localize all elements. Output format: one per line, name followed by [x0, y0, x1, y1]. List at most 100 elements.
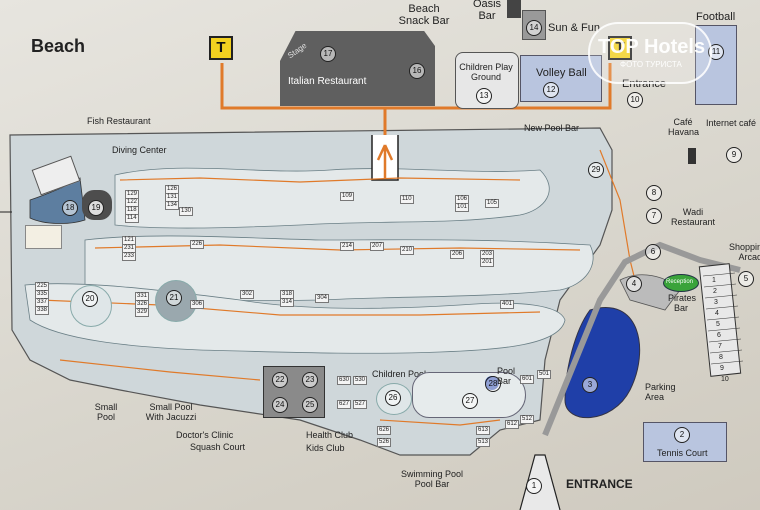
room-tag[interactable]: 110	[400, 195, 414, 204]
room-tag[interactable]: 613	[476, 426, 491, 435]
football-label: Football	[696, 11, 736, 23]
room-tag[interactable]: 302	[240, 290, 255, 299]
sun-fun-label: Sun & Fun	[548, 22, 600, 34]
room-tag[interactable]: 109	[340, 192, 355, 201]
marker-6[interactable]: 6	[645, 244, 661, 260]
room-tag[interactable]: 101	[455, 203, 470, 212]
marker-2[interactable]: 2	[674, 427, 690, 443]
marker-1[interactable]: 1	[526, 478, 542, 494]
fish-restaurant-label: Fish Restaurant	[87, 116, 151, 126]
entrance-label: ENTRANCE	[566, 477, 633, 491]
room-tag[interactable]: 501	[537, 370, 552, 379]
marker-7[interactable]: 7	[646, 208, 662, 224]
marker-4[interactable]: 4	[626, 276, 642, 292]
marker-27[interactable]: 27	[462, 393, 478, 409]
shop-number[interactable]: 10	[721, 376, 729, 383]
marker-25[interactable]: 25	[302, 397, 318, 413]
shop-number[interactable]: 7	[718, 343, 722, 350]
marker-19[interactable]: 19	[88, 200, 104, 216]
marker-26[interactable]: 26	[385, 390, 401, 406]
tennis-court-label: Tennis Court	[657, 448, 708, 458]
doctors-clinic-label: Doctor's Clinic	[176, 430, 234, 440]
room-tag[interactable]: 512	[520, 415, 535, 424]
room-tag[interactable]: 530	[353, 376, 368, 385]
room-tag[interactable]: 134	[165, 201, 180, 210]
room-tag[interactable]: 304	[315, 294, 330, 303]
room-tag[interactable]: 626	[377, 426, 392, 435]
room-tag[interactable]: 338	[35, 306, 50, 315]
pirates-bar-label: Pirates Bar	[668, 293, 697, 313]
small-pool-jacuzzi-label: Small Pool With Jacuzzi	[145, 402, 197, 422]
room-tag[interactable]: 329	[135, 308, 150, 317]
marker-3[interactable]: 3	[582, 377, 598, 393]
marker-28[interactable]: 28	[485, 376, 501, 392]
room-tag[interactable]: 207	[370, 242, 385, 251]
shop-number[interactable]: 9	[720, 365, 724, 372]
marker-5[interactable]: 5	[738, 271, 754, 287]
shop-number[interactable]: 1	[712, 277, 716, 284]
shop-number[interactable]: 5	[716, 321, 720, 328]
room-tag[interactable]: 513	[476, 438, 491, 447]
room-tag[interactable]: 612	[505, 420, 520, 429]
marker-9[interactable]: 9	[726, 147, 742, 163]
shop-number[interactable]: 8	[719, 354, 723, 361]
marker-12[interactable]: 12	[543, 82, 559, 98]
room-tag[interactable]: 601	[520, 375, 535, 384]
marker-13[interactable]: 13	[476, 88, 492, 104]
volley-ball-label: Volley Ball	[536, 67, 587, 79]
watermark-sub: ФОТО ТУРИСТА	[620, 60, 682, 69]
room-tag[interactable]: 226	[190, 240, 205, 249]
marker-8[interactable]: 8	[646, 185, 662, 201]
oasis-bar-building[interactable]	[507, 0, 521, 18]
marker-18[interactable]: 18	[62, 200, 78, 216]
reception-label: Reception	[666, 279, 694, 285]
marker-29[interactable]: 29	[588, 162, 604, 178]
room-tag[interactable]: 130	[179, 207, 194, 216]
room-tag[interactable]: 527	[353, 400, 368, 409]
room-tag[interactable]: 630	[337, 376, 352, 385]
italian-restaurant-label: Italian Restaurant	[288, 76, 367, 87]
room-tag[interactable]: 210	[400, 246, 415, 255]
children-playground-label: Children Play Ground	[459, 62, 513, 82]
marker-24[interactable]: 24	[272, 397, 288, 413]
marker-22[interactable]: 22	[272, 372, 288, 388]
room-tag[interactable]: 105	[485, 199, 500, 208]
room-tag[interactable]: 214	[340, 242, 355, 251]
room-tag[interactable]: 627	[337, 400, 352, 409]
marker-11[interactable]: 11	[708, 44, 724, 60]
marker-17[interactable]: 17	[320, 46, 336, 62]
diving-center-label: Diving Center	[112, 145, 167, 155]
beach-snack-bar-label: Beach Snack Bar	[398, 3, 450, 27]
wadi-restaurant-label: Wadi Restaurant	[670, 207, 716, 227]
marker-20[interactable]: 20	[82, 291, 98, 307]
room-tag[interactable]: 401	[500, 300, 515, 309]
marker-16[interactable]: 16	[409, 63, 425, 79]
reception-badge[interactable]: Reception	[663, 274, 699, 292]
room-tag[interactable]: 233	[122, 252, 137, 261]
volley-ball-court[interactable]	[520, 55, 602, 102]
cafe-havana-building[interactable]	[688, 148, 696, 164]
marker-21[interactable]: 21	[166, 290, 182, 306]
beach-label: Beach	[31, 36, 86, 56]
marker-14[interactable]: 14	[526, 20, 542, 36]
room-tag[interactable]: 114	[125, 214, 139, 223]
marker-10[interactable]: 10	[627, 92, 643, 108]
beach-hut	[25, 225, 62, 249]
marker-23[interactable]: 23	[302, 372, 318, 388]
small-pool-label: Small Pool	[94, 402, 118, 422]
room-tag[interactable]: 314	[280, 298, 295, 307]
oasis-bar-label: Oasis Bar	[472, 0, 502, 22]
shop-number[interactable]: 2	[713, 288, 717, 295]
new-pool-bar-label: New Pool Bar	[524, 123, 580, 133]
internet-cafe-label: Internet café	[706, 118, 757, 128]
cafe-havana-label: Café Havana	[668, 117, 700, 137]
room-tag[interactable]: 306	[190, 300, 205, 309]
shop-number[interactable]: 3	[714, 299, 718, 306]
room-tag[interactable]: 201	[480, 258, 495, 267]
room-tag[interactable]: 526	[377, 438, 392, 447]
shop-number[interactable]: 4	[715, 310, 719, 317]
shop-number[interactable]: 6	[717, 332, 721, 339]
shopping-arcade-label: Shopping Arcade	[728, 242, 760, 262]
room-tag[interactable]: 206	[450, 250, 465, 259]
